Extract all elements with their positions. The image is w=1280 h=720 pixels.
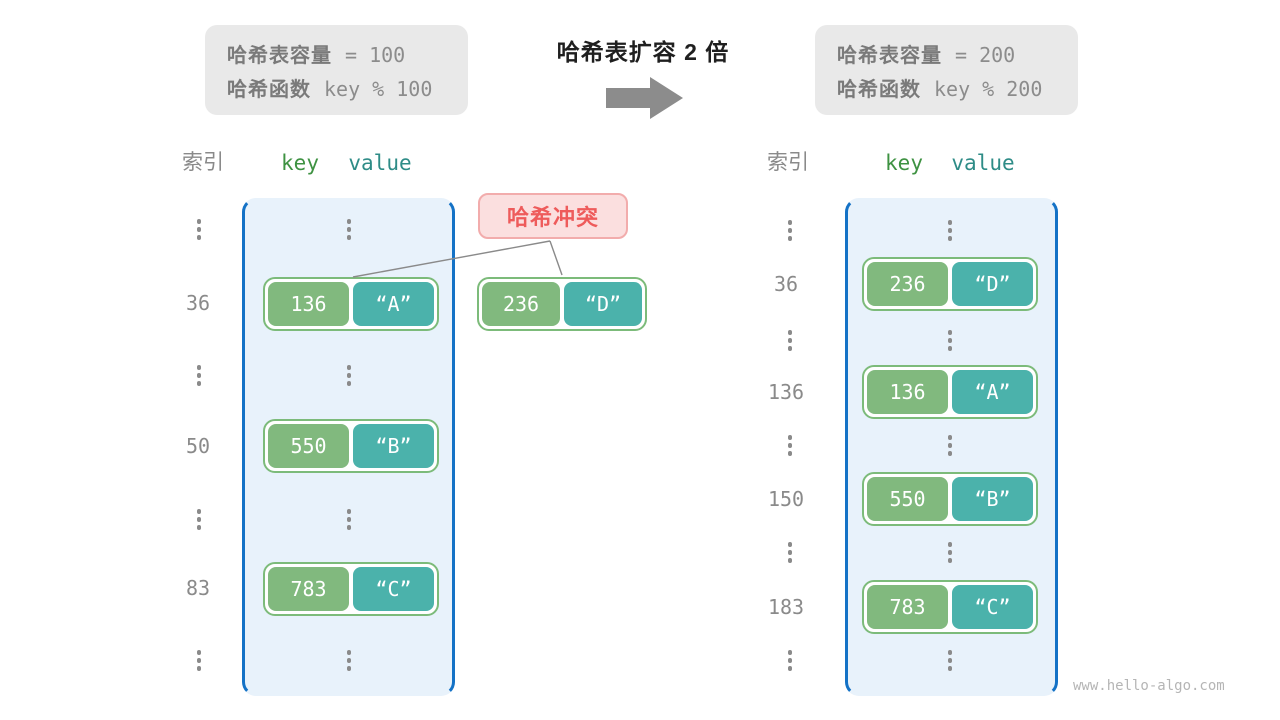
ellipsis-dots: [920, 330, 980, 351]
pair-236-D: 236 “D”: [862, 257, 1038, 311]
key-cell: 136: [268, 282, 349, 326]
key-cell: 136: [867, 370, 948, 414]
ellipsis-dots: [319, 650, 379, 671]
key-cell: 236: [867, 262, 948, 306]
key-cell: 783: [268, 567, 349, 611]
ellipsis-dots: [760, 542, 820, 563]
key-cell: 783: [867, 585, 948, 629]
ellipsis-dots: [319, 365, 379, 386]
pair-550-B: 550 “B”: [263, 419, 439, 473]
value-cell: “C”: [353, 567, 434, 611]
capacity-value: = 200: [955, 42, 1016, 67]
pair-136-A: 136 “A”: [263, 277, 439, 331]
ellipsis-dots: [319, 219, 379, 240]
ellipsis-dots: [169, 509, 229, 530]
right-key-header: key: [885, 151, 923, 175]
capacity-box-after: 哈希表容量 = 200 哈希函数 key % 200: [815, 25, 1078, 115]
ellipsis-dots: [920, 650, 980, 671]
right-index-3: 183: [767, 595, 805, 619]
capacity-box-before: 哈希表容量 = 100 哈希函数 key % 100: [205, 25, 468, 115]
right-index-0: 36: [773, 272, 799, 296]
key-cell: 550: [867, 477, 948, 521]
value-cell: “D”: [952, 262, 1033, 306]
key-cell: 550: [268, 424, 349, 468]
left-index-header: 索引: [182, 151, 224, 174]
diagram-title: 哈希表扩容 2 倍: [556, 39, 730, 65]
ellipsis-dots: [760, 220, 820, 241]
hash-function-line: 哈希函数 key % 200: [837, 73, 1078, 102]
hash-function-value: key % 100: [324, 76, 433, 101]
value-cell: “B”: [952, 477, 1033, 521]
capacity-value: = 100: [345, 42, 406, 67]
right-index-header: 索引: [767, 151, 809, 174]
pair-136-A: 136 “A”: [862, 365, 1038, 419]
capacity-label: 哈希表容量: [227, 44, 332, 67]
left-key-header: key: [281, 151, 319, 175]
key-cell: 236: [482, 282, 560, 326]
hash-function-label: 哈希函数: [837, 78, 921, 101]
pair-236-D: 236 “D”: [477, 277, 647, 331]
ellipsis-dots: [169, 219, 229, 240]
value-cell: “A”: [952, 370, 1033, 414]
value-cell: “D”: [564, 282, 642, 326]
ellipsis-dots: [920, 435, 980, 456]
capacity-label: 哈希表容量: [837, 44, 942, 67]
left-value-header: value: [348, 151, 412, 175]
right-index-2: 150: [767, 487, 805, 511]
capacity-line: 哈希表容量 = 200: [837, 39, 1078, 68]
ellipsis-dots: [169, 365, 229, 386]
ellipsis-dots: [169, 650, 229, 671]
hash-function-line: 哈希函数 key % 100: [227, 73, 468, 102]
ellipsis-dots: [920, 542, 980, 563]
value-cell: “A”: [353, 282, 434, 326]
ellipsis-dots: [920, 220, 980, 241]
right-value-header: value: [951, 151, 1015, 175]
ellipsis-dots: [760, 435, 820, 456]
ellipsis-dots: [760, 330, 820, 351]
right-index-1: 136: [767, 380, 805, 404]
ellipsis-dots: [760, 650, 820, 671]
hash-function-label: 哈希函数: [227, 78, 311, 101]
hash-function-value: key % 200: [934, 76, 1043, 101]
left-index-0: 36: [185, 291, 211, 315]
value-cell: “B”: [353, 424, 434, 468]
watermark: www.hello-algo.com: [1073, 678, 1225, 694]
pair-783-C: 783 “C”: [862, 580, 1038, 634]
ellipsis-dots: [319, 509, 379, 530]
value-cell: “C”: [952, 585, 1033, 629]
hash-collision-label: 哈希冲突: [478, 193, 628, 239]
left-index-2: 83: [185, 576, 211, 600]
pair-550-B: 550 “B”: [862, 472, 1038, 526]
capacity-line: 哈希表容量 = 100: [227, 39, 468, 68]
left-index-1: 50: [185, 434, 211, 458]
pair-783-C: 783 “C”: [263, 562, 439, 616]
